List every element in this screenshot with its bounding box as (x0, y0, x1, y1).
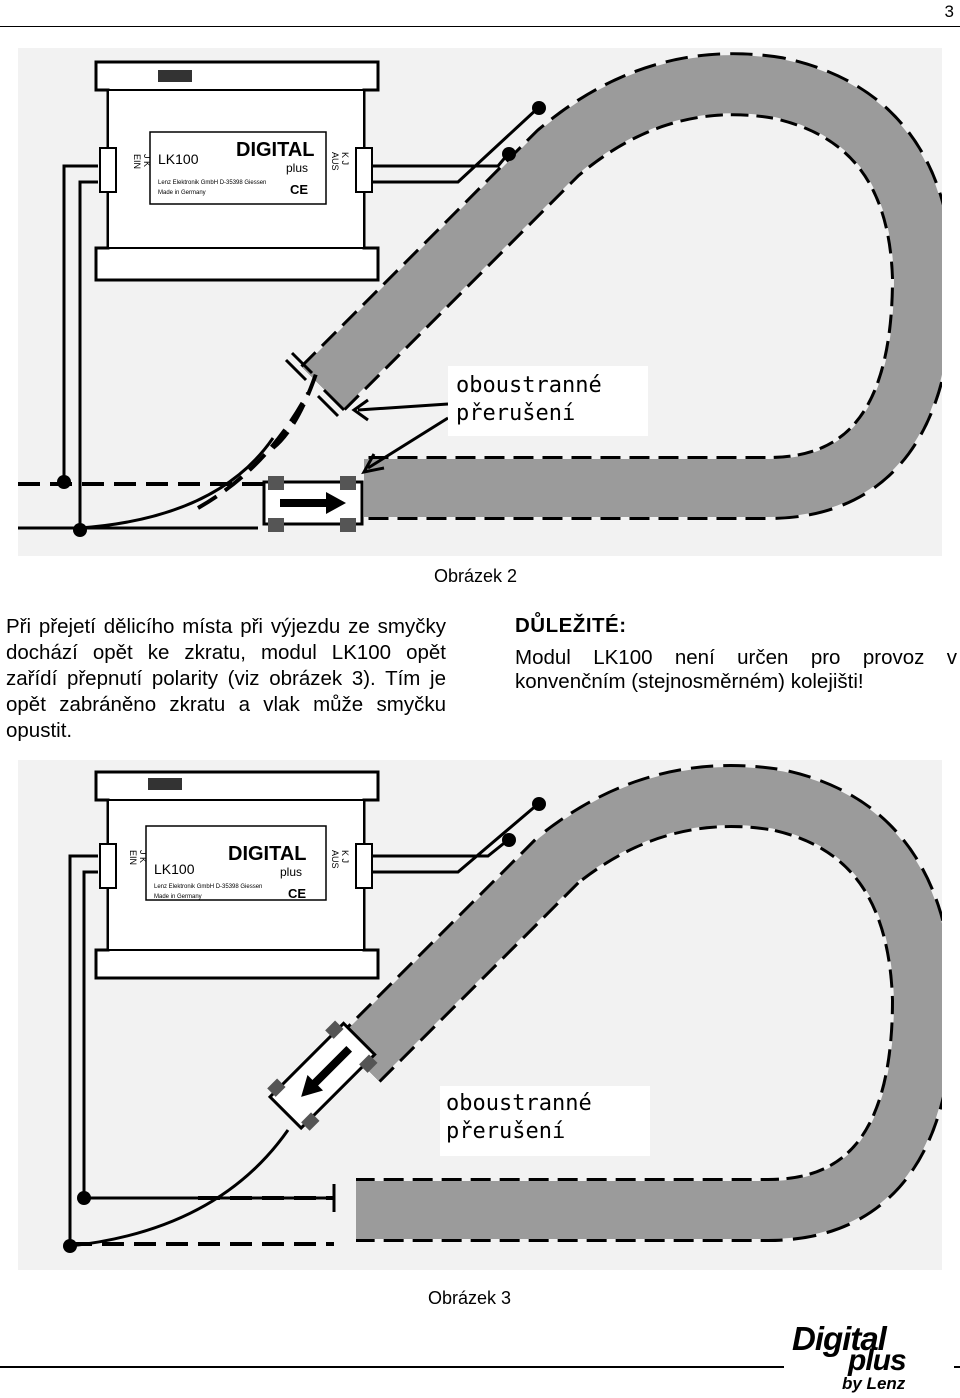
module-brand-sub: plus (280, 865, 302, 879)
left-column-text: Při přejetí dělicího místa při výjezdu z… (6, 615, 446, 742)
module-made: Made in Germany (154, 894, 202, 900)
important-text: Modul LK100 není určen pro provoz v konv… (515, 646, 957, 693)
important-note: DŮLEŽITÉ: Modul LK100 není určen pro pro… (515, 614, 957, 694)
figure-3-caption: Obrázek 3 (428, 1288, 512, 1308)
gap-annotation-line2: přerušení (456, 401, 575, 426)
figure-2-caption: Obrázek 2 (434, 566, 518, 586)
logo-line1: Digital (792, 1320, 887, 1357)
right-terminal-pins: K J (340, 152, 350, 165)
logo-line2: plus (848, 1344, 907, 1377)
module-maker: Lenz Elektronik GmbH D-35398 Giessen (158, 180, 266, 186)
important-heading: DŮLEŽITÉ: (515, 614, 627, 637)
digital-plus-logo: Digital plus by Lenz (784, 1318, 954, 1394)
lk100-module: LK100 DIGITAL plus Lenz Elektronik GmbH … (94, 770, 380, 980)
module-maker: Lenz Elektronik GmbH D-35398 Giessen (154, 884, 262, 890)
gap-annotation-line1: oboustranné (446, 1091, 592, 1116)
page-number: 3 (944, 2, 954, 21)
module-model: LK100 (154, 861, 195, 877)
gap-annotation-line1: oboustranné (456, 373, 602, 398)
left-terminal-label: EIN (128, 850, 138, 865)
left-terminal-pins: J K (138, 850, 148, 863)
lk100-module: LK100 DIGITAL plus Lenz Elektronik GmbH … (94, 60, 380, 282)
module-model: LK100 (158, 151, 199, 167)
figure-3-diagram: oboustranné přerušení LK100 DIGITAL plus… (18, 760, 942, 1270)
top-rule (0, 26, 960, 27)
left-terminal-label: EIN (132, 154, 142, 169)
gap-annotation-line2: přerušení (446, 1119, 565, 1144)
module-made: Made in Germany (158, 190, 206, 196)
right-terminal-label: AUS (330, 152, 340, 171)
module-ce: CE (288, 886, 306, 901)
module-brand: DIGITAL (236, 139, 315, 161)
right-terminal-pins: K J (340, 850, 350, 863)
right-terminal-label: AUS (330, 850, 340, 869)
figure-2-diagram: oboustranné přerušení LK100 DIGITAL plus… (18, 48, 942, 556)
bottom-rule (0, 1366, 960, 1368)
module-ce: CE (290, 182, 308, 197)
module-brand: DIGITAL (228, 843, 307, 865)
left-terminal-pins: J K (142, 154, 152, 167)
logo-line3: by Lenz (842, 1374, 906, 1393)
module-brand-sub: plus (286, 161, 308, 175)
